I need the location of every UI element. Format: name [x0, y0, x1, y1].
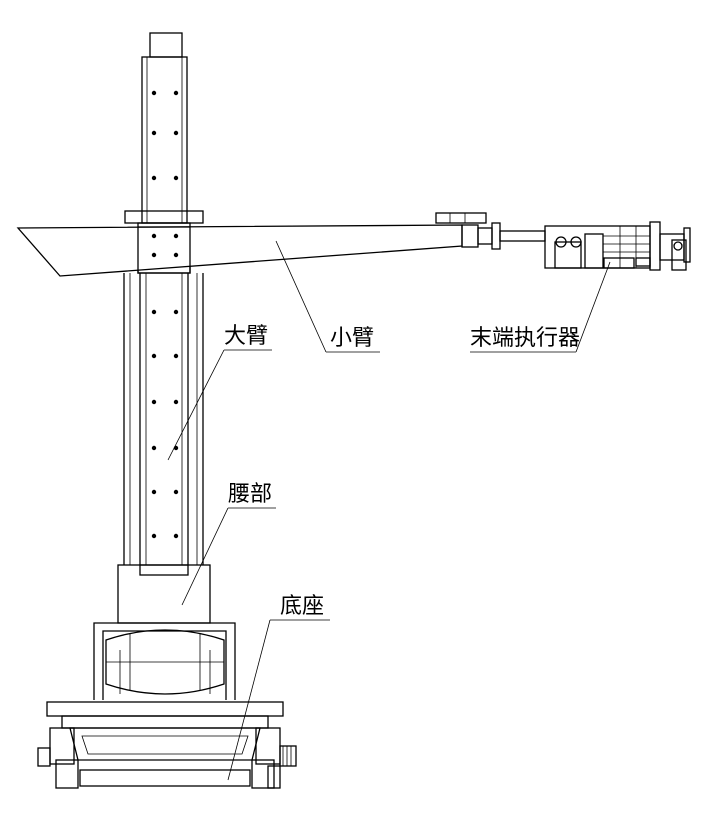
bolt-icon	[173, 533, 179, 539]
bolt-icon	[173, 489, 179, 495]
bolt-icon	[173, 399, 179, 405]
bolt-icon	[173, 90, 179, 96]
bolt-icon	[173, 175, 179, 181]
column-bolts	[151, 90, 179, 539]
base-assembly	[37, 622, 297, 789]
bolt-icon	[151, 399, 157, 405]
bolt-icon	[151, 309, 157, 315]
bolt-icon	[151, 353, 157, 359]
bolt-icon	[151, 130, 157, 136]
leader-lines	[167, 240, 611, 781]
bolt-icon	[173, 353, 179, 359]
label-end-effector: 末端执行器	[470, 326, 580, 351]
bolt-icon	[173, 130, 179, 136]
bolt-icon	[151, 489, 157, 495]
bolt-icon	[151, 175, 157, 181]
big-arm-column	[123, 32, 204, 565]
bolt-icon	[151, 445, 157, 451]
label-base: 底座	[280, 594, 324, 619]
bolt-icon	[151, 90, 157, 96]
label-small-arm: 小臂	[330, 326, 374, 351]
bolt-icon	[173, 309, 179, 315]
bolt-icon	[151, 533, 157, 539]
end-effector-assembly	[544, 221, 691, 271]
waist-block	[117, 564, 211, 624]
label-big-arm: 大臂	[224, 324, 268, 349]
small-arm-beam	[16, 212, 546, 277]
label-waist: 腰部	[228, 482, 272, 507]
